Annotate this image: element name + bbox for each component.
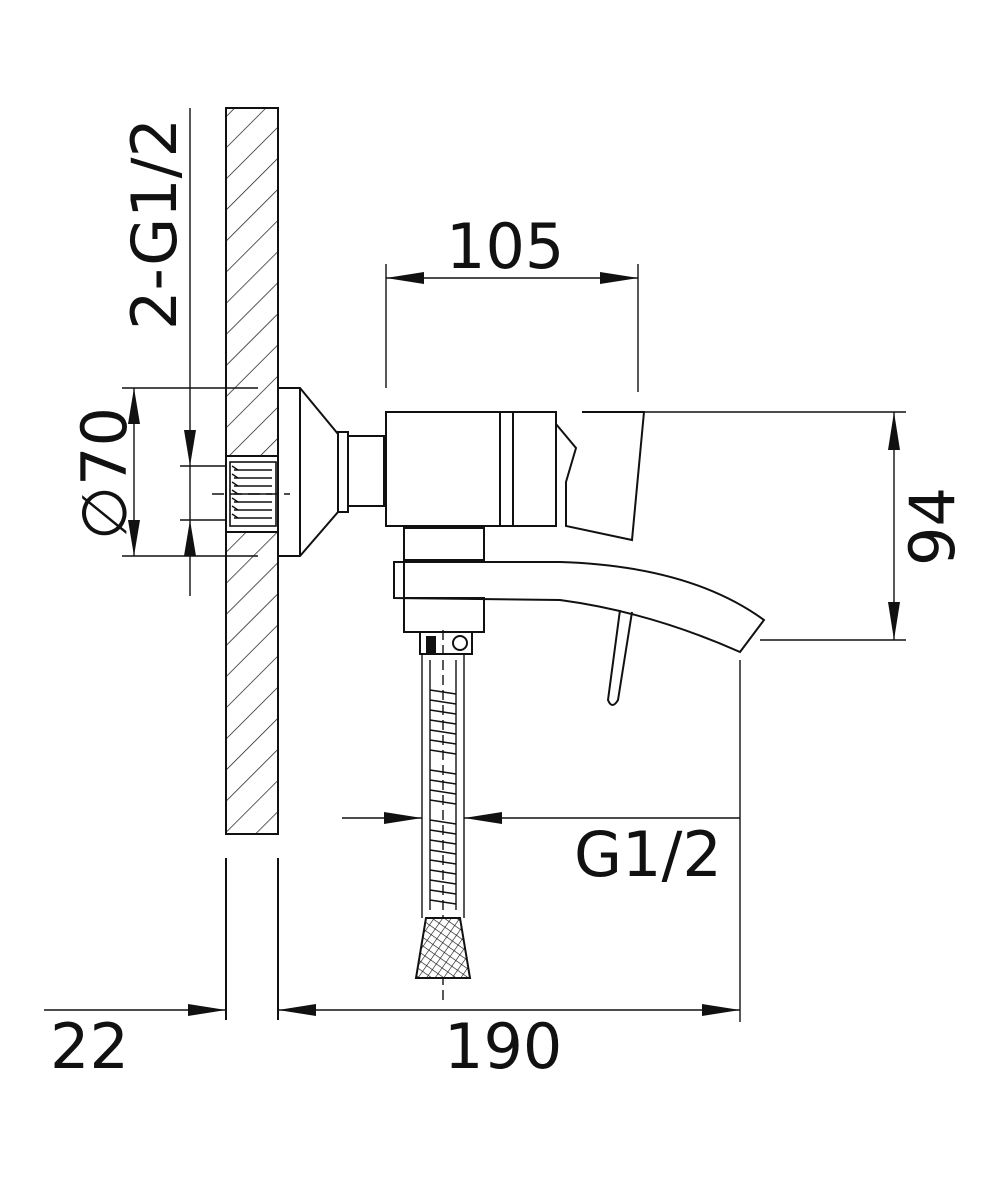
dimension-lines — [44, 108, 906, 1022]
shower-hose — [414, 630, 472, 1000]
threaded-connector — [212, 461, 290, 527]
wall-lower — [225, 531, 279, 835]
eccentric-connector — [337, 431, 349, 513]
dimension-labels: 2-G1/2 ∅70 105 94 G1/2 22 190 — [50, 118, 969, 1083]
label-wall-thickness: 22 — [50, 1010, 129, 1083]
label-height: 94 — [896, 487, 969, 566]
label-body-length: 105 — [446, 210, 564, 283]
label-total-projection: 190 — [444, 1010, 562, 1083]
spout — [393, 561, 766, 654]
wall-upper — [225, 107, 279, 457]
mixer-body — [385, 411, 557, 527]
faucet-assembly — [278, 387, 766, 706]
hose-nut — [414, 917, 472, 979]
label-inlet-thread: 2-G1/2 — [118, 118, 191, 330]
label-flange-diameter: ∅70 — [68, 407, 141, 540]
flange — [278, 387, 339, 557]
lever-handle — [555, 411, 646, 542]
wall-section — [212, 107, 290, 1020]
label-hose-thread: G1/2 — [574, 818, 722, 891]
